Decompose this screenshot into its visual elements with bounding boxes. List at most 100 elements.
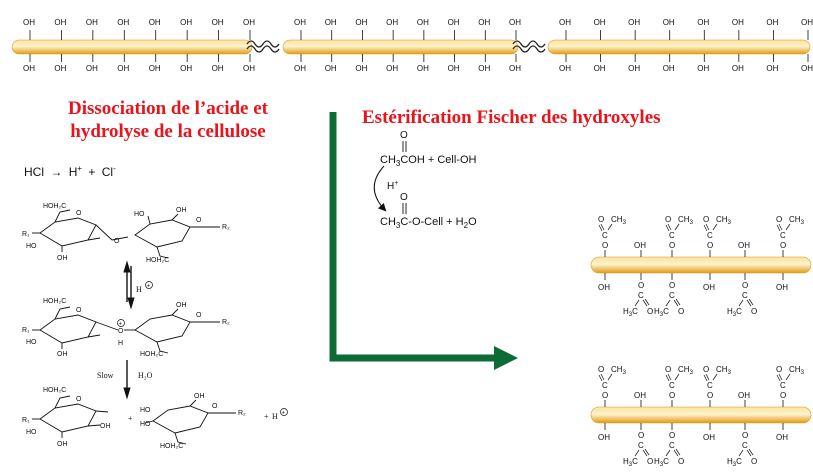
svg-text:OH: OH	[194, 393, 205, 400]
ester-carbon: C	[707, 381, 713, 390]
ester-oxygen: O	[780, 241, 786, 250]
svg-text:O: O	[76, 307, 82, 314]
svg-text:HOH₂C: HOH₂C	[140, 351, 163, 358]
hydrolysis-products	[32, 395, 236, 445]
hydroxyl-label: OH	[417, 18, 429, 27]
hydroxyl-label: OH	[294, 64, 306, 73]
svg-text:O: O	[400, 130, 408, 141]
hydroxyl-label: OH	[598, 283, 610, 292]
carbonyl-oxygen: O	[647, 307, 653, 316]
hydroxyl-label: OH	[149, 18, 161, 27]
ester-oxygen: O	[602, 241, 608, 250]
svg-text:HOH₂C: HOH₂C	[43, 298, 66, 305]
hydroxyl-label: OH	[417, 64, 429, 73]
product-label: -O-Cell + H	[408, 216, 463, 228]
hcl-dissociation-equation: HCl → H+ + Cl-	[24, 164, 116, 179]
svg-text:HO: HO	[26, 243, 37, 250]
hydroxyl-label: OH	[243, 64, 255, 73]
ester-carbon: C	[780, 231, 786, 240]
hydroxyl-label: OH	[801, 64, 813, 73]
svg-text:HO: HO	[26, 339, 37, 346]
hydrolysis-labels: HOH₂C R₁ HO OH O O HO OH HOH₂C O R₂ H + …	[22, 203, 288, 450]
svg-text:R₂: R₂	[222, 319, 230, 326]
hydroxyl-label: OH	[594, 64, 606, 73]
ester-carbon: C	[742, 291, 748, 300]
ester-oxygen: O	[669, 241, 675, 250]
ester-carbon: C	[742, 441, 748, 450]
acetic-acid-label: OH + Cell-OH	[408, 154, 476, 166]
hydroxyl-label: OH	[634, 241, 646, 250]
svg-text:R₁: R₁	[22, 417, 30, 424]
h-label: H	[69, 165, 78, 179]
carbonyl-oxygen: O	[751, 307, 757, 316]
hydroxyl-label: OH	[294, 18, 306, 27]
hydroxyl-label: OH	[598, 433, 610, 442]
hydroxyl-label: OH	[697, 18, 709, 27]
hydroxyl-label: OH	[738, 391, 750, 400]
top-cellulose-chains: OH OH OH OH OH OH OH OH OH OH OH OH OH OH OH OH OH OH OH OH…	[11, 18, 813, 73]
methyl-label: CH3	[678, 365, 694, 376]
ester-oxygen: O	[707, 391, 713, 400]
carbonyl-oxygen: O	[751, 457, 757, 466]
methyl-label: H3C	[727, 307, 742, 318]
carbonyl-oxygen: O	[647, 457, 653, 466]
svg-text:H+: H+	[387, 180, 398, 192]
ester-carbon: C	[669, 231, 675, 240]
hydroxyl-label: OH	[478, 18, 490, 27]
ester-oxygen: O	[669, 391, 675, 400]
ester-oxygen: O	[742, 431, 748, 440]
hydroxyl-label: OH	[559, 18, 571, 27]
hydroxyl-label: OH	[448, 18, 460, 27]
title-fischer-esterification: Estérification Fischer des hydroxyles	[362, 107, 661, 128]
hydroxyl-label: OH	[478, 64, 490, 73]
carbonyl-oxygen: O	[703, 215, 709, 224]
svg-text:HOH₂C: HOH₂C	[43, 203, 66, 210]
carbonyl-oxygen: O	[776, 215, 782, 224]
hydroxyl-label: OH	[117, 64, 129, 73]
svg-text:CH3COH + Cell-OH: CH3COH + Cell-OH	[380, 154, 477, 168]
hydroxyl-label: OH	[776, 433, 788, 442]
methyl-label: CH3	[678, 215, 694, 226]
cl-label: Cl	[102, 165, 113, 179]
hydroxyl-label: OH	[738, 241, 750, 250]
methyl-label: CH3	[716, 215, 732, 226]
hydroxyl-label: OH	[180, 64, 192, 73]
ester-carbon: C	[638, 291, 644, 300]
hydroxyl-label: OH	[386, 64, 398, 73]
svg-text:HO: HO	[134, 211, 145, 218]
hydroxyl-label: OH	[23, 18, 35, 27]
hydroxyl-label: OH	[703, 433, 715, 442]
carbonyl-oxygen: O	[665, 215, 671, 224]
hydroxyl-label: OH	[243, 18, 255, 27]
hydroxyl-label: OH	[86, 18, 98, 27]
methyl-label: CH3	[611, 215, 627, 226]
svg-text:HOH₂C: HOH₂C	[160, 443, 183, 450]
esterification-equation: O CH3COH + Cell-OH H+ O CH3C-O-Cell + H2…	[373, 130, 477, 230]
hydroxyl-label: OH	[212, 18, 224, 27]
hcl-label: HCl	[24, 165, 44, 179]
hydroxyl-label: OH	[628, 18, 640, 27]
svg-text:Slow: Slow	[97, 371, 114, 380]
carbonyl-oxygen: O	[678, 307, 684, 316]
svg-text:H₂O: H₂O	[138, 371, 153, 380]
svg-text:H: H	[272, 412, 278, 421]
methyl-label: CH3	[716, 365, 732, 376]
svg-text:H: H	[118, 340, 123, 347]
svg-text:R₂: R₂	[238, 410, 246, 417]
svg-text:OH: OH	[176, 207, 187, 214]
svg-text:HO: HO	[140, 421, 151, 428]
ester-oxygen: O	[638, 281, 644, 290]
hydroxyl-label: OH	[732, 18, 744, 27]
disaccharide-reactant	[32, 209, 220, 259]
chain-connector-1	[246, 40, 280, 53]
hydroxyl-label: OH	[355, 18, 367, 27]
ester-carbon: C	[780, 381, 786, 390]
carbonyl-oxygen: O	[776, 365, 782, 374]
svg-text:OH: OH	[57, 441, 68, 448]
svg-text:O: O	[196, 312, 202, 319]
ester-carbon: C	[638, 441, 644, 450]
svg-text:O: O	[196, 217, 202, 224]
hydroxyl-label: OH	[117, 18, 129, 27]
